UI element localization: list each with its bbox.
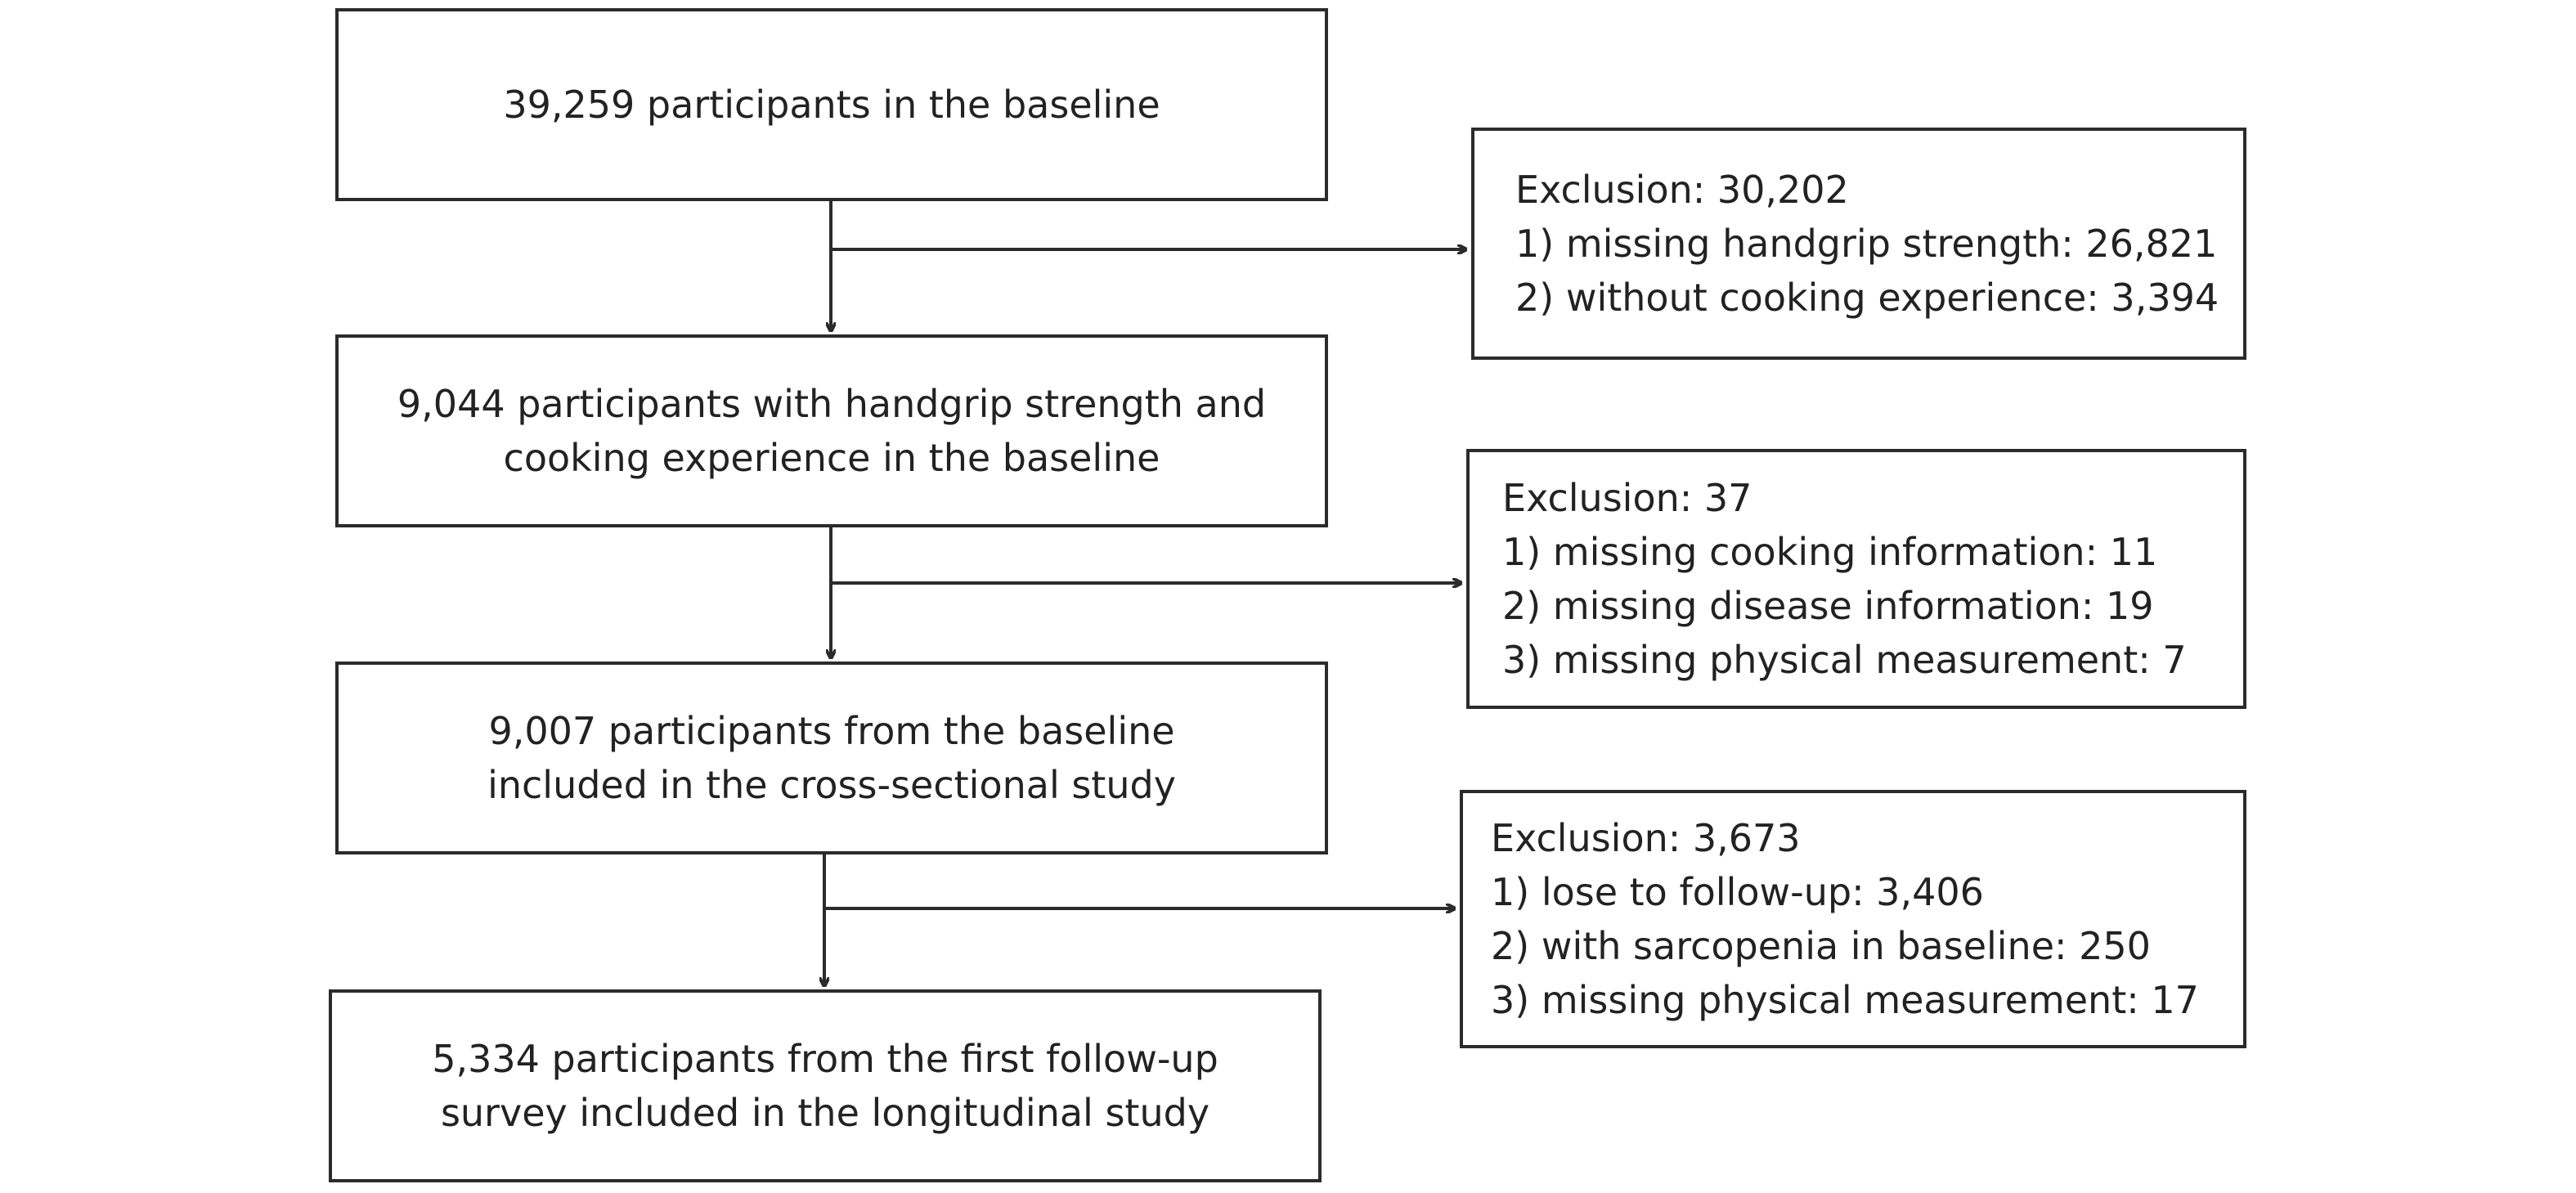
exclusion-box-3: Exclusion: 3,673 1) lose to follow-up: 3…: [1460, 790, 2246, 1048]
step-text: 9,044 participants with handgrip strengt…: [397, 382, 1267, 426]
exclusion-title: Exclusion: 37: [1502, 476, 1752, 520]
step-text: cooking experience in the baseline: [503, 436, 1160, 480]
step-text: included in the cross-sectional study: [487, 763, 1176, 807]
exclusion-item: 1) missing handgrip strength: 26,821: [1515, 222, 2218, 266]
exclusion-item: 3) missing physical measurement: 7: [1502, 638, 2187, 682]
exclusion-item: 1) missing cooking information: 11: [1502, 530, 2158, 574]
exclusion-item: 3) missing physical measurement: 17: [1491, 978, 2199, 1022]
exclusion-title: Exclusion: 30,202: [1515, 168, 1849, 212]
exclusion-item: 2) without cooking experience: 3,394: [1515, 276, 2219, 320]
step-box-longitudinal: 5,334 participants from the first follow…: [329, 989, 1322, 1182]
step-box-handgrip-cooking: 9,044 participants with handgrip strengt…: [335, 334, 1328, 527]
exclusion-item: 2) with sarcopenia in baseline: 250: [1491, 924, 2151, 968]
step-text: survey included in the longitudinal stud…: [440, 1091, 1210, 1135]
exclusion-title: Exclusion: 3,673: [1491, 816, 1801, 860]
step-box-cross-sectional: 9,007 participants from the baseline inc…: [335, 662, 1328, 854]
step-box-baseline: 39,259 participants in the baseline: [335, 8, 1328, 201]
step-text: 9,007 participants from the baseline: [488, 709, 1175, 753]
step-text: 39,259 participants in the baseline: [503, 83, 1160, 127]
step-text: 5,334 participants from the first follow…: [432, 1037, 1218, 1081]
exclusion-item: 1) lose to follow-up: 3,406: [1491, 870, 1984, 914]
exclusion-item: 2) missing disease information: 19: [1502, 584, 2154, 628]
exclusion-box-1: Exclusion: 30,202 1) missing handgrip st…: [1471, 128, 2246, 360]
exclusion-box-2: Exclusion: 37 1) missing cooking informa…: [1466, 449, 2246, 709]
